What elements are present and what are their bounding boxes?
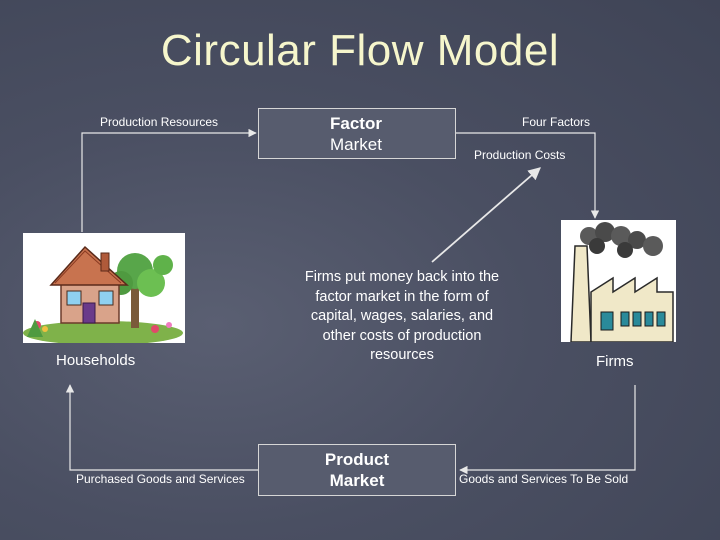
- arrow-money-to-production-costs: [431, 167, 541, 263]
- explanation-text: Firms put money back into the factor mar…: [304, 269, 500, 363]
- house-illustration: [23, 233, 185, 343]
- label-four-factors: Four Factors: [522, 115, 591, 129]
- factor-market-line1: Factor: [330, 113, 382, 133]
- factor-market-box: Factor Market: [258, 108, 456, 159]
- label-goods-to-be-sold: Goods and Services To Be Sold: [459, 472, 629, 486]
- label-purchased-goods: Purchased Goods and Services: [76, 472, 245, 486]
- label-production-costs: Production Costs: [474, 148, 566, 162]
- factor-market-line2: Market: [330, 134, 382, 154]
- product-market-box: Product Market: [258, 444, 456, 496]
- label-production-resources: Production Resources: [100, 115, 219, 129]
- product-market-line2: Market: [329, 471, 385, 490]
- product-market-line1: Product: [324, 450, 390, 469]
- arrow-firms-to-product-market: [459, 385, 636, 475]
- label-firms: Firms: [596, 353, 634, 370]
- factory-illustration: [561, 220, 676, 342]
- label-households: Households: [56, 352, 136, 369]
- arrow-factor-market-to-firms: [456, 132, 600, 219]
- arrow-product-market-to-households: [65, 384, 258, 471]
- arrow-households-to-factor-market: [81, 128, 257, 232]
- slide-title: Circular Flow Model: [160, 26, 560, 75]
